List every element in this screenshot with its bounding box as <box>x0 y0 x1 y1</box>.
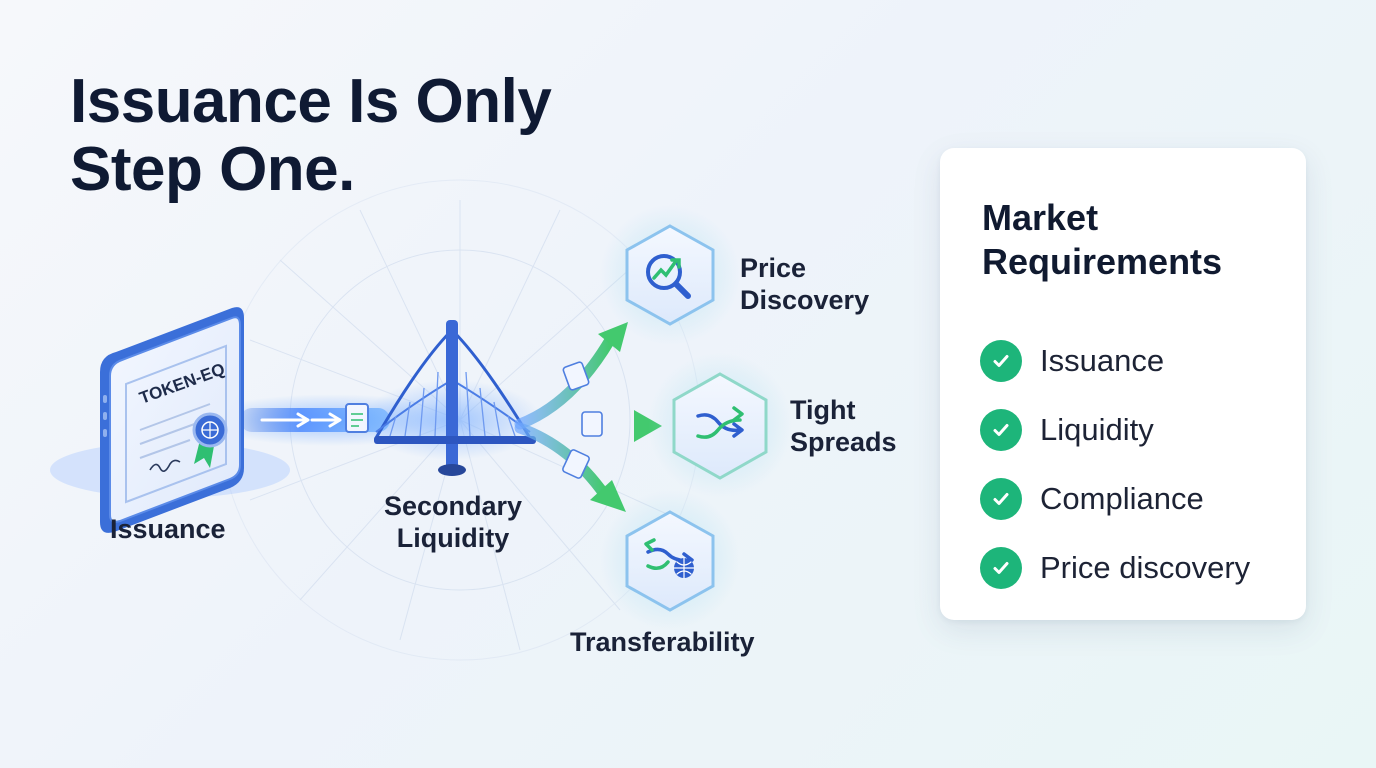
price-discovery-line-2: Discovery <box>740 285 870 315</box>
magnifier-chart-icon <box>646 254 691 299</box>
title-line-1: Issuance Is Only <box>70 67 552 136</box>
bridge-label-line-1: Secondary <box>383 491 523 521</box>
list-item: Price discovery <box>980 533 1250 602</box>
list-item: Issuance <box>980 326 1250 395</box>
transferability-label: Transferability <box>570 626 755 658</box>
transferability-line-1: Transferability <box>570 627 755 657</box>
tight-spreads-label: Tight Spreads <box>790 394 897 458</box>
requirement-label: Liquidity <box>1040 411 1154 447</box>
title-line-2: Step One. <box>70 135 355 204</box>
hex-price-discovery <box>600 205 740 345</box>
card-title: Market Requirements <box>982 196 1222 284</box>
price-discovery-line-1: Price <box>740 253 807 283</box>
token-certificate: TOKEN-EQ <box>50 307 290 533</box>
issuance-label: Issuance <box>110 514 226 544</box>
document-icon <box>562 361 603 479</box>
list-item: Compliance <box>980 464 1250 533</box>
card-title-line-1: Market <box>982 197 1099 238</box>
bridge-icon <box>362 320 542 476</box>
check-icon <box>980 477 1022 520</box>
requirement-label: Price discovery <box>1040 549 1251 585</box>
seal-icon <box>192 412 228 468</box>
list-item: Liquidity <box>980 395 1250 464</box>
shuffle-arrows-icon <box>696 406 744 439</box>
hex-transferability <box>600 490 740 630</box>
requirement-label: Issuance <box>1040 342 1165 378</box>
bridge-label-line-2: Liquidity <box>396 523 510 553</box>
check-icon <box>980 408 1022 451</box>
price-discovery-label: Price Discovery <box>740 252 869 316</box>
requirement-label: Compliance <box>1040 480 1204 516</box>
flow-diagram: TOKEN-EQ <box>50 179 792 661</box>
secondary-liquidity-label: Secondary Liquidity <box>378 490 528 554</box>
hex-tight-spreads <box>648 353 792 497</box>
check-icon <box>980 339 1022 382</box>
card-title-line-2: Requirements <box>982 241 1223 282</box>
tight-spreads-line-1: Tight <box>790 395 856 425</box>
flow-arrows <box>514 322 662 512</box>
transfer-globe-icon <box>644 538 695 579</box>
tight-spreads-line-2: Spreads <box>790 427 897 457</box>
page-title: Issuance Is Only Step One. <box>70 67 552 204</box>
requirements-list: Issuance Liquidity Compliance Price disc… <box>980 326 1250 602</box>
market-requirements-card: Market Requirements Issuance Liquidity C… <box>940 148 1306 620</box>
check-icon <box>980 546 1022 589</box>
